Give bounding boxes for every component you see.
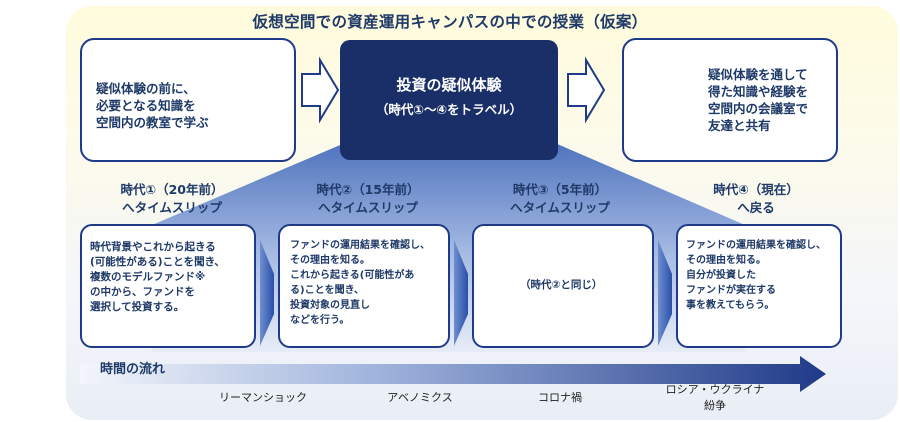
page-title: 仮想空間での資産運用キャンパスの中での授業（仮案） [252,13,648,31]
classroom-box [80,38,296,162]
era-3-box [472,224,654,348]
event-russia-ukraine: ロシア・ウクライナ 紛争 [665,383,765,412]
timeline-label: 時間の流れ [100,362,166,377]
era-1-text: 時代背景やこれから起きる (可能性がある)ことを聞き、 複数のモデルファンド※ … [90,241,225,313]
era-arrow-1 [260,240,274,346]
era-4-text: ファンドの運用結果を確認し、 その理由を知る。 自分が投資した ファンドが実在す… [686,240,826,311]
era-1-box [80,224,256,348]
era-2-heading: 時代②（15年前） へタイムスリップ [316,182,420,215]
era-3-heading: 時代③（5年前） へタイムスリップ [510,182,610,215]
classroom-text: 疑似体験の前に、 必要となる知識を 空間内の教室で学ぶ [96,81,209,130]
pseudo-experience-box: 投資の疑似体験 （時代①～④をトラベル） [340,40,558,160]
era-2-text: ファンドの運用結果を確認し、 その理由を知る。 これから起きる(可能性があ る)… [290,240,430,326]
arrow-center-to-right [567,56,606,124]
event-covid: コロナ禍 [538,391,582,404]
arrow-left-to-center [301,56,340,124]
era-arrow-3 [658,240,672,346]
meeting-room-box [622,38,838,162]
era-4-heading: 時代④（現在） へ戻る [713,182,799,215]
era-1-heading: 時代①（20年前） へタイムスリップ [120,182,224,215]
timeline-arrow [80,356,826,392]
era-arrow-2 [454,240,468,346]
meeting-room-text: 疑似体験を通して 得た知識や経験を 空間内の会議室で 友達と共有 [708,67,809,133]
pseudo-experience-title: 投資の疑似体験 [396,76,502,94]
event-abenomics: アベノミクス [387,391,453,404]
era-2-box [278,224,450,348]
event-lehman: リーマンショック [219,391,307,404]
era-3-text: （時代②と同じ） [520,279,603,291]
era-4-box [676,224,842,348]
pseudo-experience-subtitle: （時代①～④をトラベル） [375,102,523,117]
